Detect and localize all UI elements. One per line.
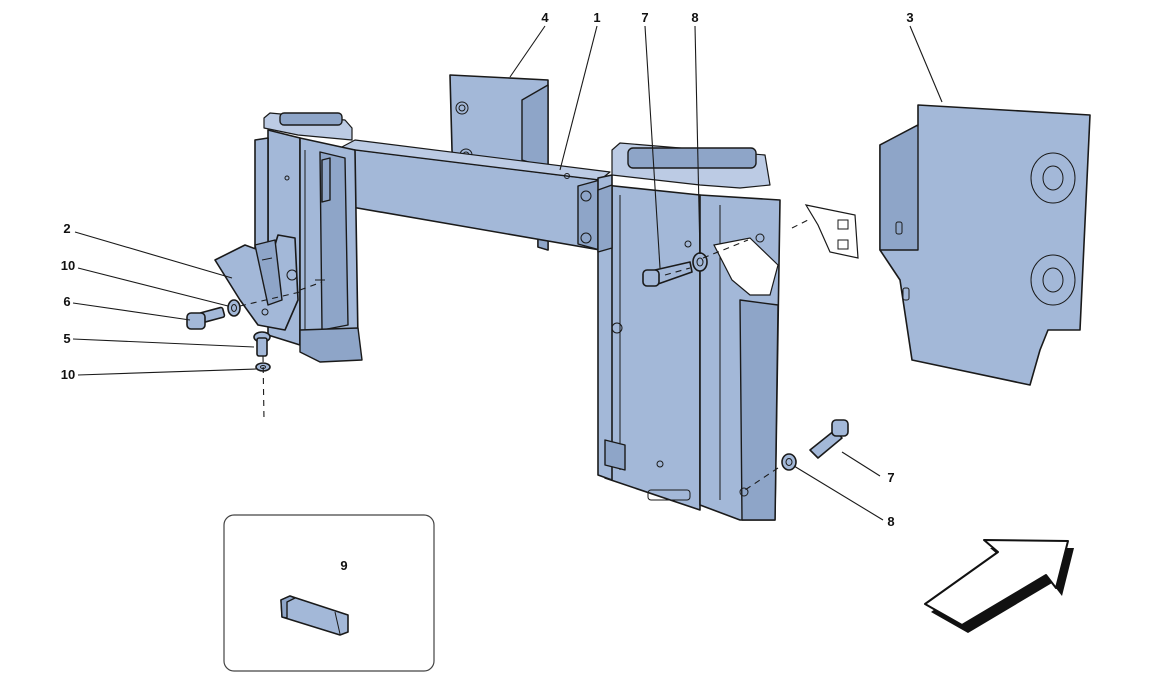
- callout-2: 2: [63, 221, 70, 236]
- assembly-lines: [239, 219, 809, 493]
- callout-1: 1: [593, 10, 600, 25]
- bolt-5: [253, 331, 271, 357]
- bolt-7-lower: [809, 419, 849, 459]
- callout-6: 6: [63, 294, 70, 309]
- washer-8-lower: [781, 453, 797, 471]
- bolt-6: [186, 306, 226, 330]
- callout-7-upper: 7: [641, 10, 648, 25]
- right-pillar: [597, 142, 781, 521]
- callout-10-upper: 10: [61, 258, 75, 273]
- detail-inset-box: [223, 514, 435, 672]
- callout-9: 9: [340, 558, 347, 573]
- part-3-side-panel: [879, 104, 1091, 386]
- callout-labels: 1 2 3 4 5 6 7 7 8 8 9 10 10: [61, 10, 914, 573]
- bolt-7-upper: [642, 261, 693, 287]
- orientation-arrow-icon: [924, 539, 1074, 633]
- part-9-clip: [280, 595, 349, 636]
- washer-8-upper: [692, 252, 708, 272]
- small-bracket: [804, 204, 859, 259]
- callout-3: 3: [906, 10, 913, 25]
- callout-4: 4: [541, 10, 549, 25]
- washer-10-upper: [227, 299, 241, 317]
- callout-10-lower: 10: [61, 367, 75, 382]
- callout-7-lower: 7: [887, 470, 894, 485]
- label-tag: [713, 237, 779, 296]
- part-2-left-bracket: [214, 234, 299, 331]
- callout-8-lower: 8: [887, 514, 894, 529]
- callout-8-upper: 8: [691, 10, 698, 25]
- callout-5: 5: [63, 331, 70, 346]
- part-1-cross-beam: [327, 139, 611, 251]
